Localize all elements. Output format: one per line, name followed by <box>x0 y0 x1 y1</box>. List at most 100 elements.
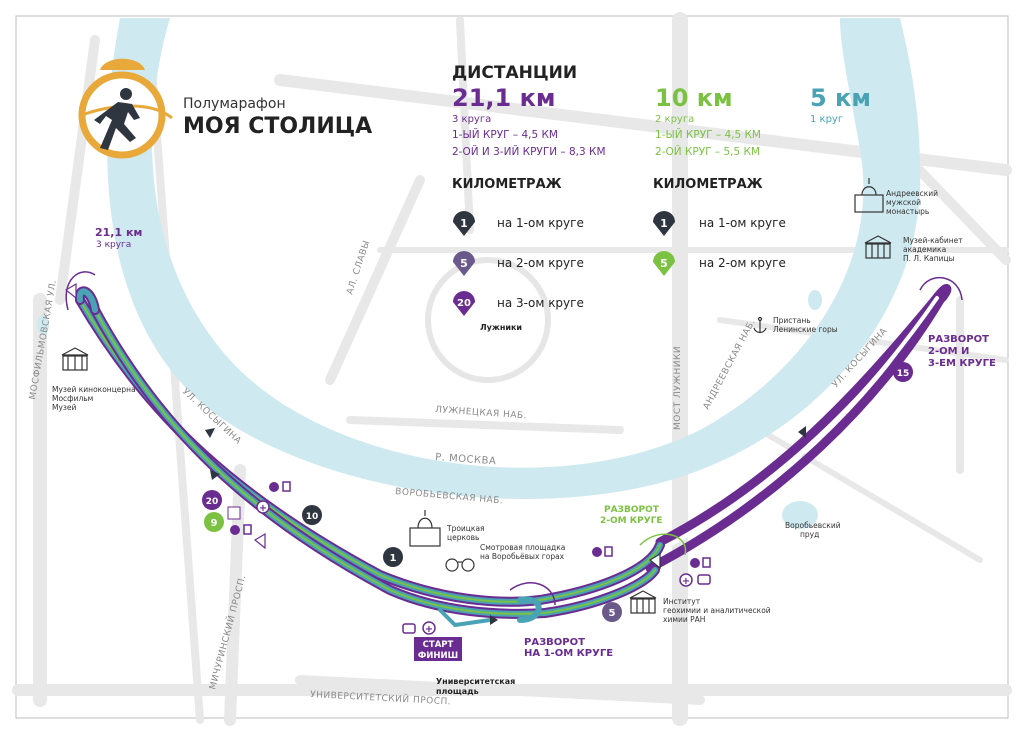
event-title: МОЯ СТОЛИЦА <box>183 114 372 139</box>
route-distance-label: 21,1 км <box>95 226 142 239</box>
loudspeaker-icon <box>64 282 77 300</box>
svg-text:15: 15 <box>897 369 910 379</box>
svg-text:на 1-ом круге: на 1-ом круге <box>497 216 584 230</box>
distance-10km: 10 км <box>655 84 733 112</box>
km-marker-15: 15 <box>893 362 913 382</box>
svg-text:2-ОМ И: 2-ОМ И <box>928 346 969 357</box>
km-marker-1-left: 1 <box>383 547 403 567</box>
svg-text:3 круга: 3 круга <box>96 240 131 250</box>
museum-icon <box>864 235 892 259</box>
svg-text:химии РАН: химии РАН <box>663 615 705 624</box>
km-legend-heading-left: КИЛОМЕТРАЖ <box>452 177 562 192</box>
food-icon <box>592 546 613 557</box>
event-subtitle: Полумарафон <box>183 96 286 112</box>
distance-21km: 21,1 км <box>452 84 555 112</box>
museum-icon <box>61 347 89 371</box>
svg-text:20: 20 <box>457 298 471 309</box>
church-icon <box>409 510 441 547</box>
svg-text:10: 10 <box>306 512 319 522</box>
svg-text:+: + <box>425 624 433 635</box>
svg-text:1: 1 <box>390 553 397 564</box>
vorobyevsky-pond <box>782 501 818 529</box>
poi-pier: Пристань <box>773 316 811 325</box>
svg-text:Музей: Музей <box>52 403 77 412</box>
km-marker-10: 10 <box>302 505 322 525</box>
turn-arrows <box>65 271 963 606</box>
km-marker-5: 5 <box>602 602 622 622</box>
svg-text:2-ОЙ И 3-ИЙ КРУГИ – 8,3 КМ: 2-ОЙ И 3-ИЙ КРУГИ – 8,3 КМ <box>452 145 606 158</box>
river-label: Р. МОСКВА <box>435 452 497 467</box>
svg-text:1: 1 <box>660 217 668 230</box>
event-logo <box>78 58 173 159</box>
svg-text:церковь: церковь <box>447 533 479 542</box>
poi-andreevsky-monastery: Андреевский <box>886 189 938 198</box>
svg-text:2 круга: 2 круга <box>655 114 694 125</box>
svg-text:1 круг: 1 круг <box>810 114 843 125</box>
svg-text:на 2-ом круге: на 2-ом круге <box>699 256 786 270</box>
camera-icon <box>697 574 711 585</box>
loudspeaker-icon <box>253 532 266 550</box>
svg-text:на 2-ом круге: на 2-ом круге <box>497 256 584 270</box>
svg-text:3 круга: 3 круга <box>452 114 491 125</box>
svg-text:геохимии и аналитической: геохимии и аналитической <box>663 606 771 615</box>
race-route <box>74 284 952 627</box>
food-icon <box>269 481 291 492</box>
poi-viewpoint: Смотровая площадка <box>480 543 565 552</box>
svg-text:2-ОЙ КРУГ – 5,5 КМ: 2-ОЙ КРУГ – 5,5 КМ <box>655 145 760 158</box>
svg-text:пруд: пруд <box>800 530 819 539</box>
place-university-square: Университетская <box>436 677 515 686</box>
svg-text:на Воробьёвых горах: на Воробьёвых горах <box>480 552 565 561</box>
direction-arrows <box>205 426 806 625</box>
monastery-icon <box>854 178 884 213</box>
svg-text:3-ЕМ КРУГЕ: 3-ЕМ КРУГЕ <box>928 358 996 369</box>
turnaround-lap1: РАЗВОРОТ <box>524 637 585 648</box>
svg-text:площадь: площадь <box>436 687 479 696</box>
svg-text:монастырь: монастырь <box>886 207 929 216</box>
poi-vorobyevsky-pond: Воробьевский <box>785 521 841 530</box>
runner-icon <box>94 88 140 150</box>
svg-text:9: 9 <box>211 518 218 529</box>
svg-text:СТАРТ: СТАРТ <box>423 640 454 650</box>
place-luzhniki: Лужники <box>480 323 522 332</box>
svg-text:мужской: мужской <box>886 198 921 207</box>
legend-left-20: 20 на 3-ом круге <box>453 291 584 316</box>
loudspeaker-icon <box>648 552 661 570</box>
poi-kapitsa-museum: Музей-кабинет <box>903 236 963 245</box>
poi-troitskaya-church: Троицкая <box>446 524 485 533</box>
food-icon <box>690 557 711 568</box>
service-icons: + + + <box>64 282 711 635</box>
km-legend-heading-right: КИЛОМЕТРАЖ <box>653 177 763 192</box>
svg-text:НА 1-ОМ КРУГЕ: НА 1-ОМ КРУГЕ <box>524 648 613 659</box>
svg-text:Ленинские горы: Ленинские горы <box>773 325 838 334</box>
svg-text:+: + <box>682 576 690 587</box>
poi-geochemistry-institute: Институт <box>663 597 701 606</box>
medical-icon: + <box>679 573 693 587</box>
camera-icon <box>402 623 416 634</box>
svg-text:1-ЫЙ КРУГ – 4,5 КМ: 1-ЫЙ КРУГ – 4,5 КМ <box>452 128 558 141</box>
legend-left-1: 1 на 1-ом круге <box>453 211 584 236</box>
landmark-icons <box>61 178 892 614</box>
svg-text:5: 5 <box>660 257 668 270</box>
binoculars-icon <box>445 558 475 572</box>
crown-icon <box>100 58 145 70</box>
turnaround-lap2-3: РАЗВОРОТ <box>928 334 989 345</box>
legend-right-1: 1 на 1-ом круге <box>653 211 786 236</box>
legend-right-5: 5 на 2-ом круге <box>653 251 786 276</box>
anchor-icon <box>753 316 767 334</box>
svg-text:1-ЫЙ КРУГ – 4,5 КМ: 1-ЫЙ КРУГ – 4,5 КМ <box>655 128 761 141</box>
distance-5km: 5 км <box>810 84 871 112</box>
svg-text:20: 20 <box>206 497 219 507</box>
svg-text:+: + <box>259 503 267 514</box>
km-marker-9: 9 <box>204 512 224 532</box>
medical-icon: + <box>422 621 436 635</box>
svg-text:ФИНИШ: ФИНИШ <box>418 651 458 661</box>
distances-heading: ДИСТАНЦИИ <box>452 63 577 83</box>
svg-text:на 1-ом круге: на 1-ом круге <box>699 216 786 230</box>
svg-text:2-ОМ КРУГЕ: 2-ОМ КРУГЕ <box>600 516 663 526</box>
poi-mosfilm-museum: Музей киноконцерна <box>52 385 136 394</box>
km-marker-20: 20 <box>202 490 222 510</box>
museum-icon <box>629 590 657 614</box>
svg-text:Мосфильм: Мосфильм <box>52 394 93 403</box>
